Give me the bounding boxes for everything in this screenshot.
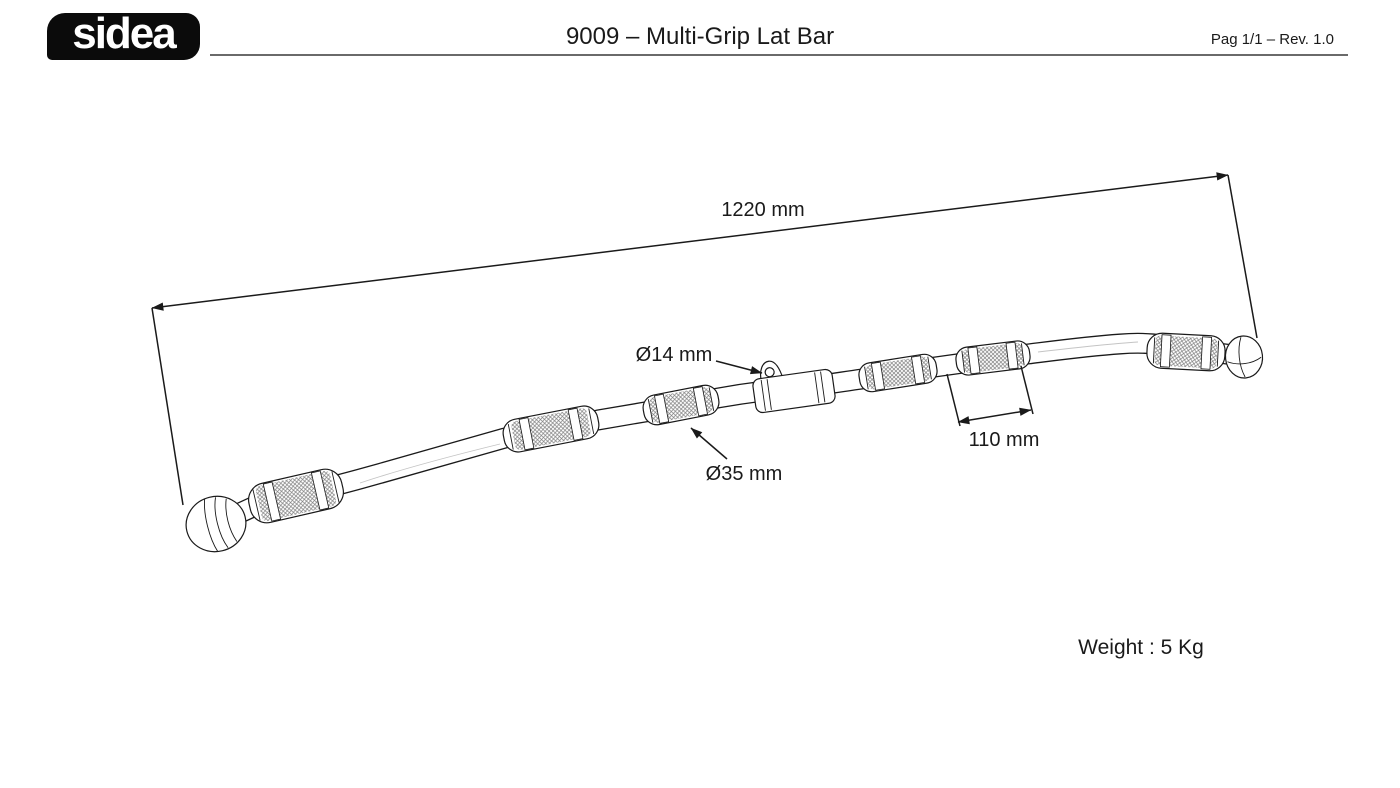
sidea-logo-text: sidea [72, 8, 177, 58]
callout-grip-diameter: Ø35 mm [690, 427, 783, 485]
dimension-label-overall-length: 1220 mm [721, 199, 804, 221]
extension-line-left [151, 307, 184, 506]
sidea-logo: sidea [47, 8, 200, 60]
dimension-line [957, 407, 1032, 425]
bar-tube [205, 332, 1253, 535]
page-revision: Pag 1/1 – Rev. 1.0 [1210, 31, 1334, 48]
grip-inner-left-1 [502, 405, 600, 453]
callout-center-hole: Ø14 mm [636, 344, 763, 375]
dimension-label-center-hole: Ø14 mm [636, 344, 713, 366]
extension-line-right [1227, 174, 1258, 339]
grip-inner-right-2 [955, 340, 1031, 376]
attachment-hole [764, 367, 775, 378]
left-ball-end [185, 495, 247, 553]
grip-right-end [1146, 332, 1226, 372]
dimension-line [151, 172, 1229, 311]
leader-line [690, 427, 728, 460]
dimension-label-grip-length: 110 mm [969, 429, 1040, 451]
extension-line-right [1020, 365, 1034, 415]
leader-line [715, 360, 763, 375]
center-attachment [752, 360, 836, 414]
header-divider [210, 54, 1348, 56]
grip-inner-left-2 [642, 384, 720, 426]
right-ball-end [1224, 335, 1264, 379]
page-title: 9009 – Multi-Grip Lat Bar [565, 23, 835, 50]
grip-left-end [248, 468, 344, 524]
dimension-grip-length: 110 mm [946, 365, 1040, 451]
lat-bar-illustration [185, 332, 1264, 553]
extension-line-left [946, 373, 961, 427]
dimension-overall-length: 1220 mm [151, 172, 1258, 506]
dimension-label-grip-diameter: Ø35 mm [706, 463, 783, 485]
grip-inner-right-1 [858, 353, 938, 393]
weight-label: Weight : 5 Kg [1078, 636, 1204, 659]
